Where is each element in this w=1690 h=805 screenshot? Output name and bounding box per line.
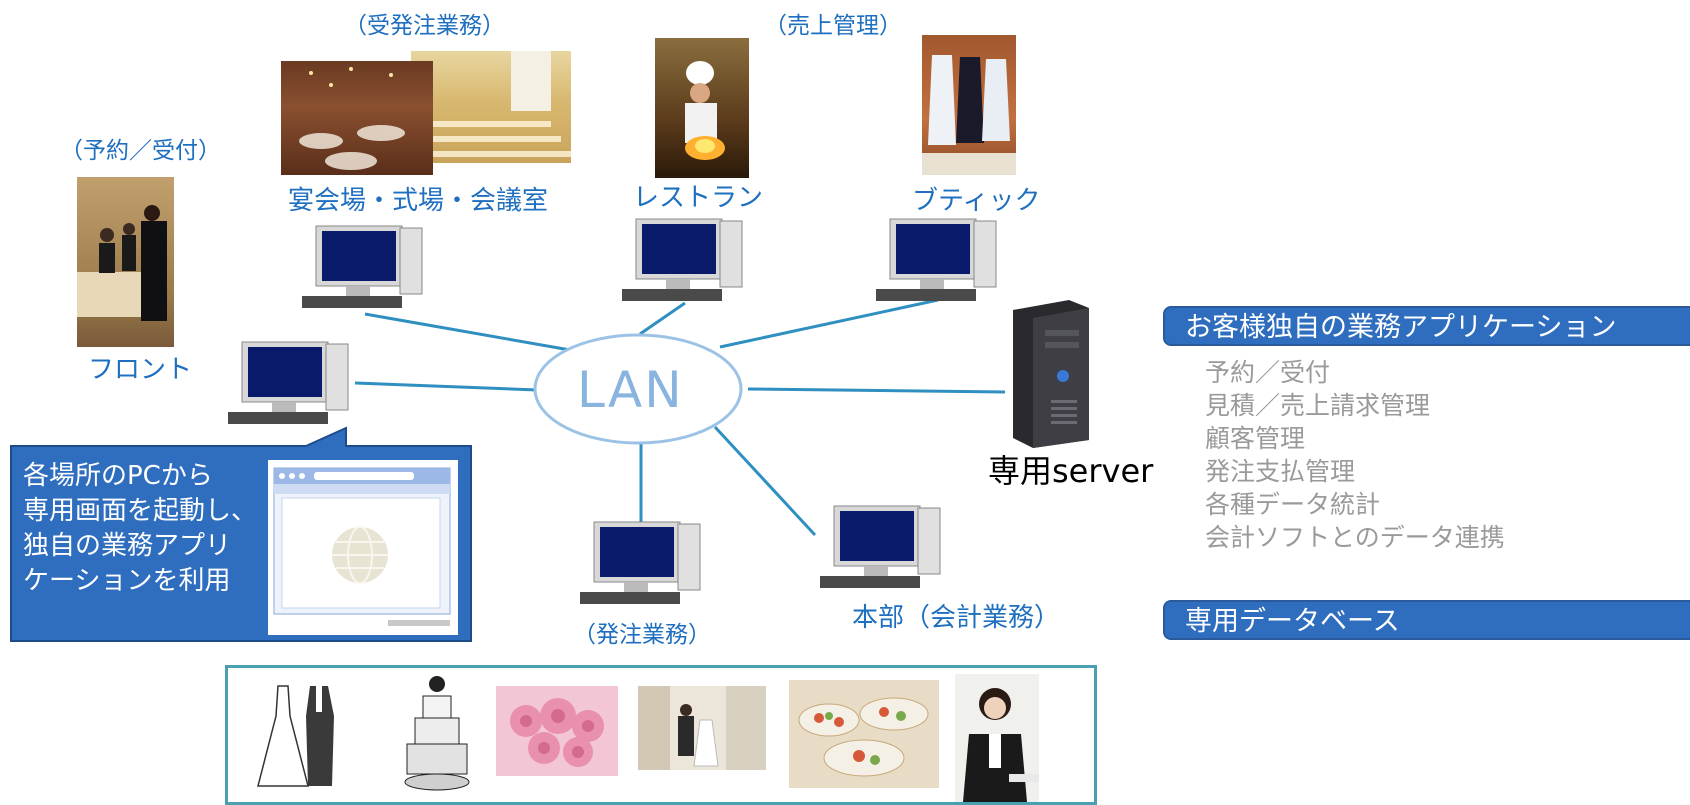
boutique-label: ブティック — [912, 186, 1041, 216]
apps-panel-title: お客様独自の業務アプリケーション — [1163, 306, 1690, 346]
apps-list-item: 会計ソフトとのデータ連携 — [1205, 523, 1505, 552]
callout-line: 専用画面を起動し、 — [23, 496, 258, 526]
flowers-image — [496, 686, 618, 776]
front-role-label: （予約／受付） — [60, 138, 221, 164]
apps-list-item: 予約／受付 — [1205, 358, 1331, 387]
pc-order — [580, 521, 701, 604]
restaurant-role-label: （売上管理） — [764, 13, 902, 39]
callout-line: 独自の業務アプリ — [23, 531, 232, 561]
wedding-attire-image — [257, 685, 334, 787]
database-title: 専用データベース — [1163, 600, 1690, 640]
boutique-photo — [922, 35, 1016, 175]
banquet-photo — [281, 61, 433, 175]
front-label: フロント — [88, 355, 193, 385]
banquet-label: 宴会場・式場・会議室 — [288, 186, 549, 216]
apps-list: 予約／受付 見積／売上請求管理 顧客管理 発注支払管理 各種データ統計 会計ソフ… — [1205, 356, 1505, 554]
server-label: 専用server — [988, 452, 1154, 490]
browser-window-icon — [268, 460, 458, 635]
apps-list-item: 見積／売上請求管理 — [1205, 391, 1431, 420]
server-icon — [1013, 300, 1089, 448]
apps-list-item: 顧客管理 — [1205, 424, 1306, 453]
lan-ellipse — [533, 333, 743, 445]
callout-text: 各場所のPCから 専用画面を起動し、 独自の業務アプリ ケーションを利用 — [23, 459, 273, 599]
hall-photo — [411, 51, 571, 163]
wedding-cake-image — [404, 676, 470, 791]
staff-photo — [955, 674, 1039, 802]
hq-label: 本部（会計業務） — [852, 603, 1061, 633]
apps-list-item: 各種データ統計 — [1205, 490, 1381, 519]
callout-line: ケーションを利用 — [23, 566, 231, 596]
pc-restaurant — [622, 218, 743, 301]
front-photo — [77, 177, 174, 347]
apps-list-item: 発注支払管理 — [1205, 457, 1356, 486]
services-strip — [225, 665, 1097, 805]
callout-line: 各場所のPCから — [23, 461, 213, 491]
restaurant-photo — [655, 38, 749, 178]
pc-boutique — [876, 218, 997, 301]
ceremony-photo — [638, 686, 766, 770]
order-role-label: （発注業務） — [573, 622, 711, 648]
restaurant-label: レストラン — [633, 183, 764, 213]
buffet-photo — [789, 680, 939, 788]
pc-banquet — [302, 225, 423, 308]
banquet-role-label: （受発注業務） — [344, 13, 505, 39]
pc-front — [228, 341, 349, 424]
lan-label: LAN — [577, 361, 684, 419]
pc-hq — [820, 505, 941, 588]
